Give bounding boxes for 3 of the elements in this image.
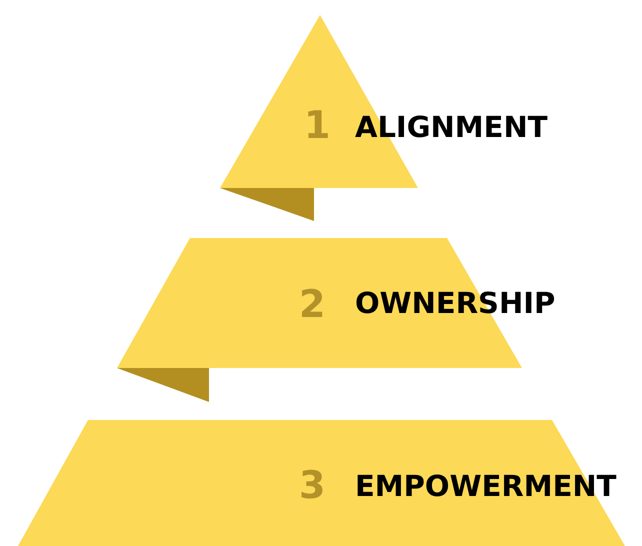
tier-number: 2 xyxy=(299,285,326,323)
tier-number: 1 xyxy=(304,106,330,144)
tier-number: 3 xyxy=(299,466,326,504)
